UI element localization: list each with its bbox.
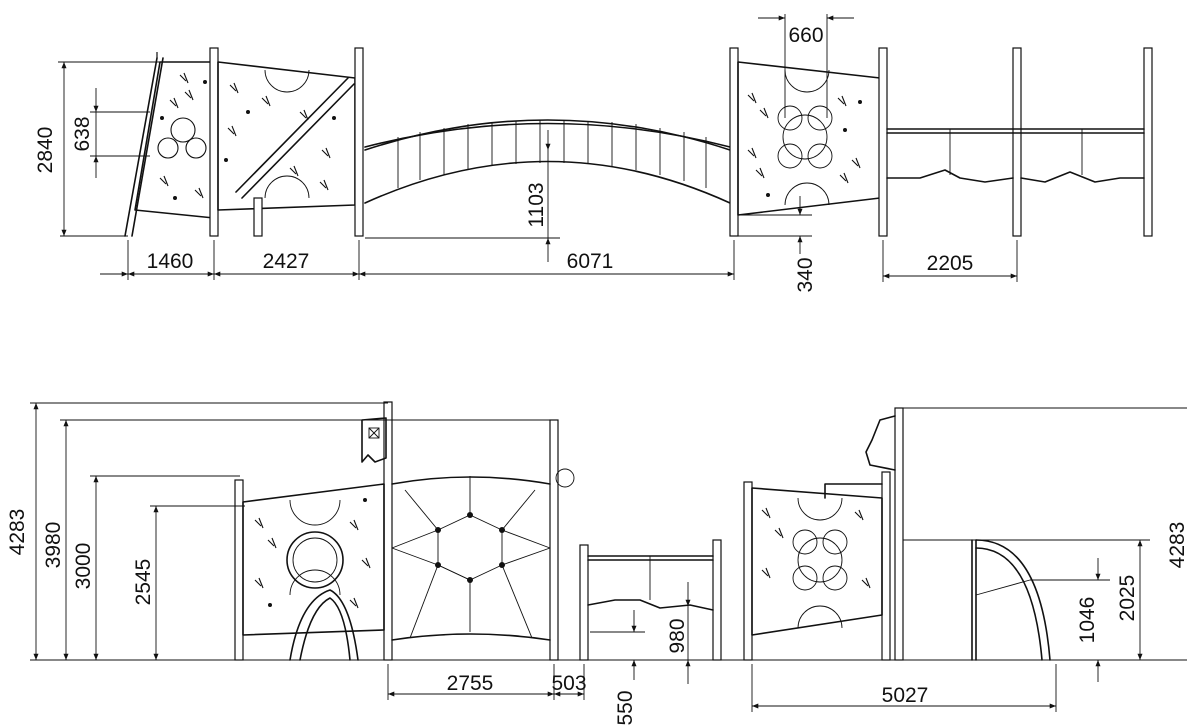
post (209, 47, 219, 237)
monkey-bars (886, 128, 1145, 183)
climbing-panel-ring (737, 61, 881, 216)
climbing-panel-two (217, 61, 356, 237)
dim-bridge-6071: 6071 (567, 250, 614, 273)
post (354, 47, 364, 237)
dim-slide-top-2025: 2025 (1116, 575, 1139, 622)
dim-height-3980: 3980 (42, 522, 65, 569)
post (729, 47, 739, 237)
climbing-net (391, 468, 575, 641)
climbing-panel-right (751, 483, 883, 636)
dim-width-2427: 2427 (263, 250, 310, 273)
top-elevation-view: 2840 638 1460 2427 6071 1103 340 (34, 14, 1153, 293)
climbing-panel-porthole (242, 483, 385, 661)
dim-bar-980: 980 (666, 618, 689, 653)
dim-slide-1046: 1046 (1076, 597, 1099, 644)
dim-height-3000: 3000 (72, 543, 95, 590)
dim-low-bar-550: 550 (614, 690, 637, 725)
dim-bar-span-2205: 2205 (927, 252, 974, 275)
dim-height-2840: 2840 (34, 127, 57, 174)
dim-height-4283-left: 4283 (6, 509, 29, 556)
slide (971, 539, 1051, 661)
rope-bridge (364, 119, 731, 204)
dim-width-1460: 1460 (147, 250, 194, 273)
dim-ring-660: 660 (788, 24, 823, 47)
bottom-elevation-view: 4283 3980 3000 2545 2755 503 550 980 (6, 401, 1187, 725)
dim-platform-2545: 2545 (132, 559, 155, 606)
post (878, 47, 888, 237)
dim-gap-503: 503 (551, 672, 586, 695)
post (1012, 47, 1022, 237)
dim-bridge-height-1103: 1103 (525, 182, 548, 227)
horizontal-bar (587, 555, 714, 611)
post (1143, 47, 1153, 237)
climbing-wall-left (124, 52, 215, 237)
dim-height-4283-right: 4283 (1166, 522, 1187, 569)
dim-slide-span-5027: 5027 (882, 684, 929, 707)
dim-net-2755: 2755 (447, 672, 494, 695)
tree-sign (865, 415, 896, 471)
flag-sign (361, 417, 387, 463)
dim-hole-638: 638 (71, 116, 94, 151)
dim-step-340: 340 (794, 257, 817, 292)
